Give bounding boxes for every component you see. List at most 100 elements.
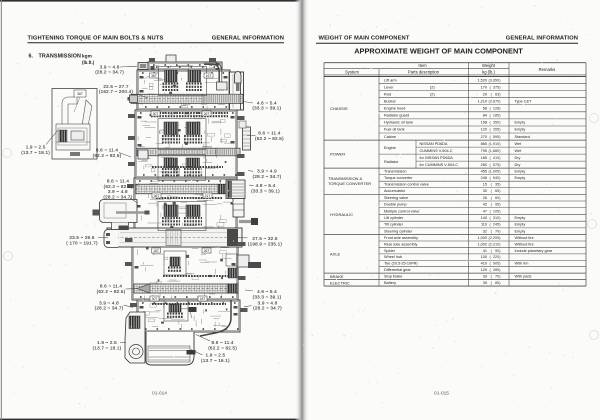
- svg-text:Multiple control valve: Multiple control valve: [384, 209, 419, 213]
- svg-text:22.5 ~ 27.7: 22.5 ~ 27.7: [103, 84, 129, 89]
- svg-text:(28.2 ~ 34.7): (28.2 ~ 34.7): [103, 195, 132, 200]
- svg-text:Remarks: Remarks: [539, 67, 556, 72]
- svg-text:kg (lb.): kg (lb.): [482, 70, 495, 75]
- svg-text:Transmission: Transmission: [384, 170, 406, 174]
- svg-text:(33.3 ~ 39.1): (33.3 ~ 39.1): [253, 294, 282, 299]
- svg-text:30T: 30T: [153, 112, 159, 116]
- svg-text:Radiator guard: Radiator guard: [384, 114, 409, 118]
- svg-text:CUMMINS V-504-C: CUMMINS V-504-C: [420, 149, 453, 153]
- svg-text:( 310): ( 310): [490, 216, 502, 220]
- svg-text:(28.2 ~ 34.7): (28.2 ~ 34.7): [253, 174, 282, 179]
- svg-text:36T: 36T: [151, 74, 157, 78]
- svg-text:Transmission control valve: Transmission control valve: [384, 183, 429, 187]
- svg-text:4.8 ~ 5.4: 4.8 ~ 5.4: [256, 183, 276, 188]
- svg-text:(2): (2): [430, 92, 435, 96]
- svg-text:Bucket: Bucket: [384, 99, 397, 103]
- svg-text:(62.2 ~ 82.5): (62.2 ~ 82.5): [97, 289, 126, 294]
- svg-text:Differential gear: Differential gear: [384, 268, 411, 272]
- svg-text:( 85): ( 85): [491, 281, 502, 285]
- svg-text:Parts description: Parts description: [408, 70, 440, 75]
- svg-text:TRANSMISSION &: TRANSMISSION &: [328, 176, 363, 181]
- svg-text:( 63): ( 63): [491, 92, 502, 96]
- svg-text:26T: 26T: [204, 112, 210, 116]
- svg-text:58: 58: [483, 107, 487, 111]
- svg-text:Include planetary gear: Include planetary gear: [515, 249, 553, 253]
- svg-text:kgm: kgm: [82, 54, 92, 60]
- svg-text:Battery: Battery: [384, 281, 396, 285]
- svg-text:Spider: Spider: [384, 249, 396, 253]
- svg-text:3.9 ~ 4.8: 3.9 ~ 4.8: [99, 300, 119, 305]
- svg-text:36T: 36T: [77, 92, 83, 96]
- svg-text:TRANSMISSION: TRANSMISSION: [39, 54, 82, 60]
- svg-text:01-015: 01-015: [434, 391, 449, 397]
- svg-text:(28.2 ~ 34.7): (28.2 ~ 34.7): [253, 306, 282, 311]
- svg-text:TORQUE CONVERTER: TORQUE CONVERTER: [328, 181, 371, 186]
- svg-text:Engine hood: Engine hood: [384, 107, 405, 111]
- svg-text:Fuel oil tank: Fuel oil tank: [384, 128, 405, 132]
- svg-text:( 220): ( 220): [490, 255, 502, 259]
- svg-text:for NISSAN PD6DA: for NISSAN PD6DA: [420, 156, 454, 160]
- svg-text:( 575): ( 575): [490, 163, 502, 167]
- svg-text:4.6 ~ 5.4: 4.6 ~ 5.4: [257, 289, 277, 294]
- svg-text:42: 42: [483, 203, 487, 207]
- svg-text:246: 246: [481, 176, 487, 180]
- svg-text:Dry: Dry: [515, 156, 521, 160]
- svg-text:Accumulator: Accumulator: [384, 189, 406, 193]
- svg-text:System: System: [345, 70, 359, 75]
- svg-text:Stop brake: Stop brake: [384, 275, 402, 279]
- svg-text:Radiator: Radiator: [384, 160, 399, 164]
- svg-text:( 60): ( 60): [491, 196, 502, 200]
- svg-text:100: 100: [481, 255, 487, 259]
- svg-text:( 90): ( 90): [491, 249, 502, 253]
- svg-text:120: 120: [481, 128, 487, 132]
- svg-text:( 410): ( 410): [490, 156, 502, 160]
- svg-text:1,520: 1,520: [477, 78, 487, 82]
- svg-text:260: 260: [481, 163, 487, 167]
- svg-text:Wet: Wet: [515, 142, 523, 146]
- svg-text:270: 270: [481, 135, 487, 139]
- svg-text:(28.2 ~ 34.7): (28.2 ~ 34.7): [95, 70, 124, 75]
- svg-text:Empty: Empty: [515, 128, 526, 132]
- svg-text:Standard: Standard: [515, 135, 530, 139]
- svg-text:30: 30: [483, 189, 487, 193]
- svg-text:Cabine: Cabine: [384, 135, 396, 139]
- svg-text:BRAKE: BRAKE: [330, 274, 344, 279]
- svg-text:26T: 26T: [204, 249, 210, 253]
- svg-text:(62.2 ~ 82.5): (62.2 ~ 82.5): [255, 136, 284, 141]
- svg-text:158: 158: [481, 121, 487, 125]
- svg-text:HYDRAULIC: HYDRAULIC: [330, 212, 353, 217]
- svg-text:16T: 16T: [153, 249, 159, 253]
- svg-text:1.9 ~ 2.5: 1.9 ~ 2.5: [26, 144, 46, 149]
- svg-text:26: 26: [483, 196, 487, 200]
- svg-text:GENERAL INFORMATION: GENERAL INFORMATION: [506, 36, 578, 42]
- svg-text:Wheel hub: Wheel hub: [384, 255, 402, 259]
- svg-text:16T: 16T: [206, 74, 212, 78]
- svg-text:( 905): ( 905): [490, 262, 502, 266]
- svg-text:8.6 ~ 11.4: 8.6 ~ 11.4: [107, 178, 129, 183]
- svg-text:Steering valve: Steering valve: [384, 196, 408, 200]
- svg-text:(2): (2): [430, 85, 435, 89]
- svg-text:( 185): ( 185): [490, 114, 502, 118]
- svg-text:( 245): ( 245): [490, 223, 502, 227]
- svg-text:Wet: Wet: [515, 149, 523, 153]
- svg-text:CHASSIS: CHASSIS: [330, 106, 348, 111]
- svg-text:6.: 6.: [29, 54, 34, 60]
- svg-text:( 375): ( 375): [490, 85, 502, 89]
- svg-text:(13.7 ~ 18.1): (13.7 ~ 18.1): [21, 150, 50, 155]
- svg-text:865: 865: [481, 142, 487, 146]
- svg-text:36T: 36T: [154, 194, 160, 198]
- svg-text:With pads: With pads: [515, 275, 532, 279]
- svg-text:41: 41: [483, 249, 487, 253]
- svg-text:47: 47: [483, 209, 487, 213]
- svg-text:Lift arm: Lift arm: [384, 78, 397, 82]
- svg-text:( 540): ( 540): [490, 176, 502, 180]
- svg-text:30T: 30T: [152, 297, 158, 301]
- svg-text:POWER: POWER: [330, 152, 345, 157]
- svg-text:33: 33: [483, 275, 487, 279]
- svg-text:Without tire: Without tire: [515, 242, 534, 246]
- svg-text:Lift cylinder: Lift cylinder: [384, 216, 404, 220]
- svg-text:With rim: With rim: [515, 262, 529, 266]
- svg-text:AXLE: AXLE: [330, 251, 341, 256]
- svg-text:( 95): ( 95): [491, 203, 502, 207]
- svg-text:3.9 ~ 4.8: 3.9 ~ 4.8: [108, 189, 128, 194]
